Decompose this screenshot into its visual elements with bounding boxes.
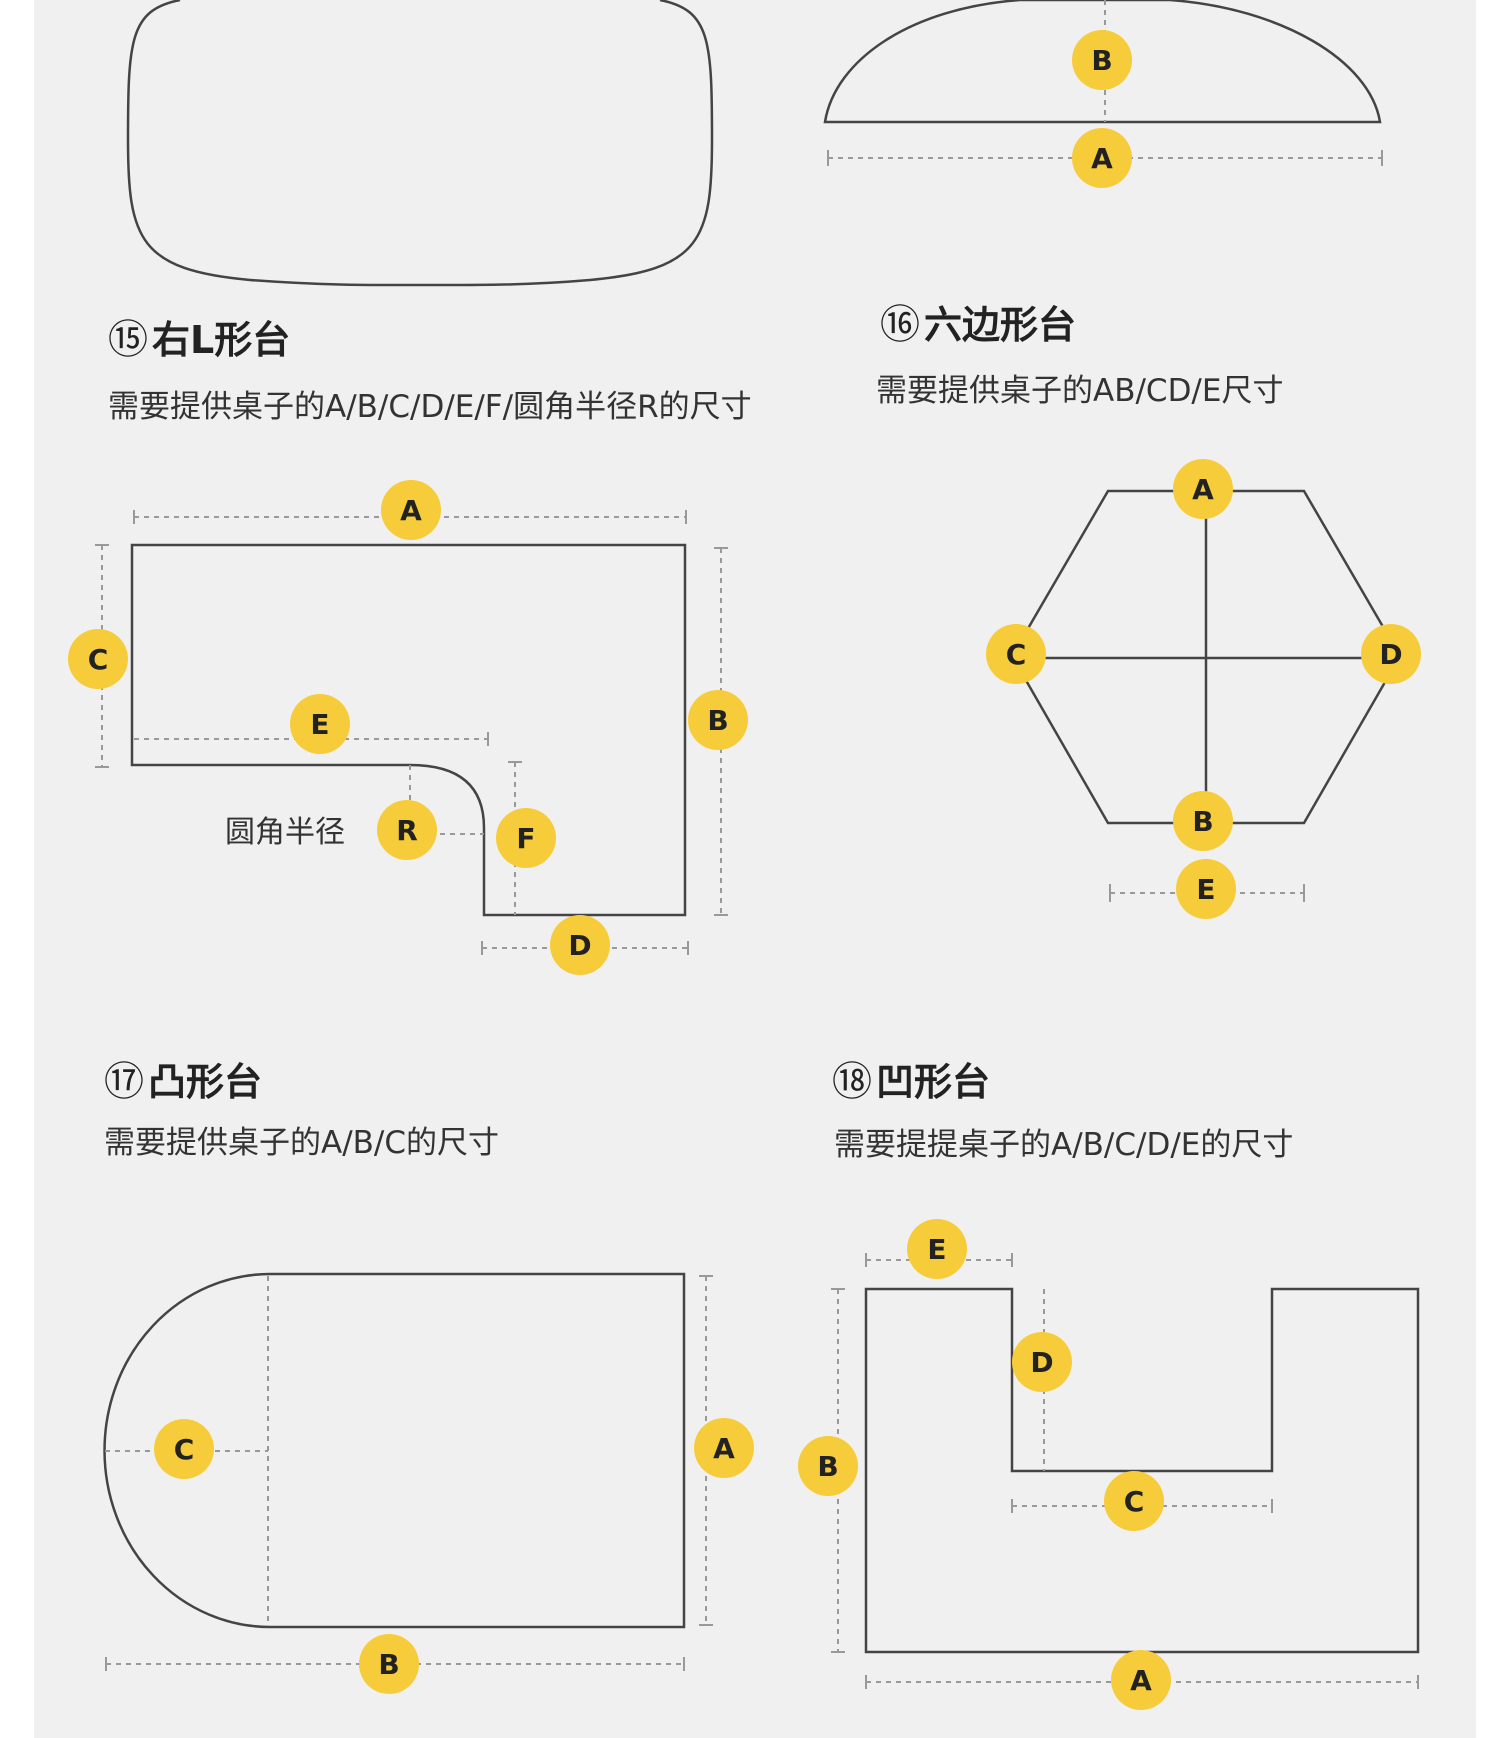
marker-hexagon-c-circle — [986, 624, 1046, 684]
section-18-description: 需要提提桌子的A/B/C/D/E的尺寸 — [834, 1127, 1294, 1163]
diagram-panel — [34, 0, 1476, 1738]
marker-concave-b: B — [798, 1436, 858, 1496]
marker-hexagon-a: A — [1173, 459, 1233, 519]
marker-concave-d-label: D — [1030, 1346, 1053, 1379]
marker-concave-b-label: B — [817, 1450, 838, 1483]
marker-concave-d: D — [1012, 1332, 1072, 1392]
section-17-title-text: 凸形台 — [148, 1060, 263, 1104]
marker-semicircle-a-circle — [1072, 128, 1132, 188]
marker-convex-a-label: A — [713, 1432, 735, 1465]
marker-hexagon-a-label: A — [1192, 473, 1214, 506]
section-17-description: 需要提供桌子的A/B/C的尺寸 — [104, 1125, 500, 1161]
marker-concave-c-circle — [1104, 1471, 1164, 1531]
marker-l-table-r: R — [377, 800, 437, 860]
marker-convex-c: C — [154, 1419, 214, 1479]
section-16-description: 需要提供桌子的AB/CD/E尺寸 — [876, 373, 1284, 409]
marker-l-table-c-circle — [68, 629, 128, 689]
section-17-number: ⑰ — [104, 1059, 144, 1105]
section-15-description: 需要提供桌子的A/B/C/D/E/F/圆角半径R的尺寸 — [108, 389, 752, 425]
marker-convex-a: A — [694, 1418, 754, 1478]
marker-convex-c-label: C — [174, 1433, 195, 1466]
marker-convex-b-circle — [359, 1634, 419, 1694]
marker-l-table-e-label: E — [310, 708, 329, 741]
marker-concave-a: A — [1111, 1650, 1171, 1710]
oval-table-outline — [126, 0, 714, 287]
marker-hexagon-a-circle — [1173, 459, 1233, 519]
marker-concave-a-circle — [1111, 1650, 1171, 1710]
marker-hexagon-c: C — [986, 624, 1046, 684]
marker-l-table-b-label: B — [707, 704, 728, 737]
marker-l-table-d-circle — [550, 915, 610, 975]
marker-semicircle-b-label: B — [1091, 44, 1112, 77]
marker-l-table-a-label: A — [400, 494, 422, 527]
marker-concave-d-circle — [1012, 1332, 1072, 1392]
marker-l-table-f-circle — [496, 808, 556, 868]
marker-convex-b-label: B — [378, 1648, 399, 1681]
marker-l-table-d-label: D — [568, 929, 591, 962]
section-15-title-text: 右L形台 — [152, 318, 291, 362]
marker-hexagon-d-circle — [1361, 624, 1421, 684]
marker-hexagon-b-label: B — [1192, 805, 1213, 838]
section-15-number: ⑮ — [108, 317, 148, 363]
marker-hexagon-b-circle — [1173, 791, 1233, 851]
marker-semicircle-a-label: A — [1091, 142, 1113, 175]
marker-concave-a-label: A — [1130, 1664, 1152, 1697]
marker-semicircle-b: B — [1072, 30, 1132, 90]
marker-l-table-b-circle — [688, 690, 748, 750]
marker-concave-c-label: C — [1124, 1485, 1145, 1518]
marker-concave-c: C — [1104, 1471, 1164, 1531]
marker-semicircle-b-circle — [1072, 30, 1132, 90]
marker-hexagon-d-label: D — [1379, 638, 1402, 671]
marker-l-table-a-circle — [381, 480, 441, 540]
marker-l-table-r-label: R — [396, 814, 418, 847]
section-18-title-text: 凹形台 — [876, 1060, 991, 1104]
marker-hexagon-e-circle — [1176, 859, 1236, 919]
marker-semicircle-a: A — [1072, 128, 1132, 188]
marker-l-table-f: F — [496, 808, 556, 868]
marker-hexagon-d: D — [1361, 624, 1421, 684]
marker-concave-e-label: E — [927, 1233, 946, 1266]
marker-hexagon-e-label: E — [1196, 873, 1215, 906]
concave-table-outline — [864, 1287, 1420, 1654]
marker-convex-c-circle — [154, 1419, 214, 1479]
l-table-outline — [130, 543, 687, 917]
marker-hexagon-b: B — [1173, 791, 1233, 851]
marker-l-table-c: C — [68, 629, 128, 689]
dimension-ticks — [95, 150, 1419, 1689]
marker-l-table-b: B — [688, 690, 748, 750]
marker-l-table-a: A — [381, 480, 441, 540]
section-16-title-text: 六边形台 — [924, 303, 1077, 347]
convex-table-outline — [103, 1272, 686, 1629]
marker-l-table-e: E — [290, 694, 350, 754]
marker-concave-e-circle — [907, 1219, 967, 1279]
marker-l-table-r-circle — [377, 800, 437, 860]
marker-convex-b: B — [359, 1634, 419, 1694]
marker-l-table-d: D — [550, 915, 610, 975]
section-18-number: ⑱ — [832, 1059, 872, 1105]
marker-convex-a-circle — [694, 1418, 754, 1478]
marker-hexagon-e: E — [1176, 859, 1236, 919]
marker-concave-b-circle — [798, 1436, 858, 1496]
marker-l-table-f-label: F — [516, 822, 535, 855]
marker-concave-e: E — [907, 1219, 967, 1279]
semicircle-table-outline — [823, 0, 1382, 124]
marker-l-table-c-label: C — [88, 643, 109, 676]
marker-l-table-e-circle — [290, 694, 350, 754]
radius-caption: 圆角半径 — [225, 815, 345, 850]
section-16-number: ⑯ — [880, 302, 920, 348]
marker-hexagon-c-label: C — [1006, 638, 1027, 671]
dimension-markers: B A A C E B R F D A C D B E C A B E D B C A — [68, 30, 1421, 1710]
